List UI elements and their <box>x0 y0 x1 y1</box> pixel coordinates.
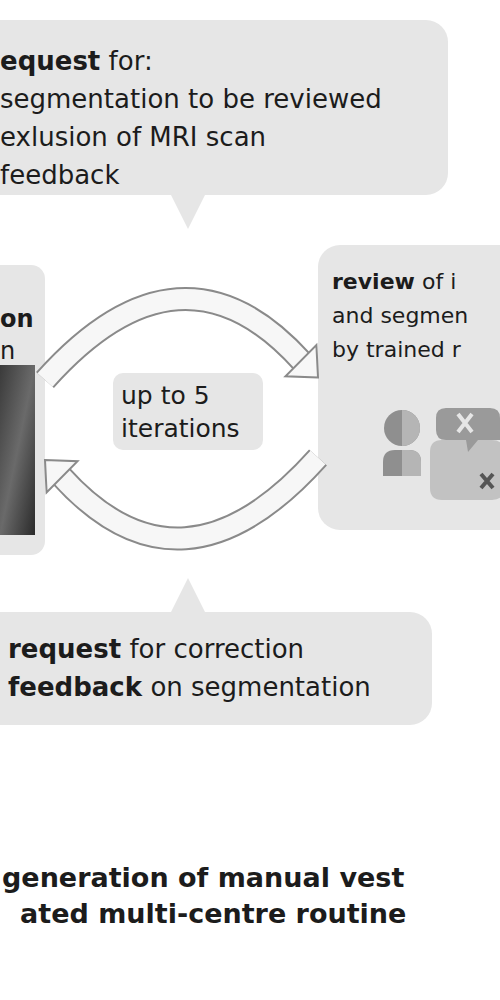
text-line: request for correction <box>8 630 426 668</box>
keyword-text: on <box>0 305 34 333</box>
text-line: review of i <box>332 265 500 299</box>
request-callout: equest for: segmentation to be reviewed exl… <box>0 20 448 195</box>
keyword-text: review <box>332 269 415 294</box>
node-text: feedback <box>0 160 119 190</box>
node-text: of i <box>422 269 456 294</box>
review-box: review of i and segmen by trained r <box>318 245 500 530</box>
cycle-arrow <box>45 299 318 380</box>
segmentation-box: on n <box>0 265 45 555</box>
node-text: for correction <box>129 634 304 664</box>
node-text: on segmentation <box>150 672 370 702</box>
text-line: and segmen <box>332 299 500 333</box>
cycle-arrow <box>45 458 318 539</box>
callout-tail <box>170 578 206 614</box>
keyword-text: request <box>8 634 121 664</box>
node-text: by trained r <box>332 337 461 362</box>
text-line: segmentation to be reviewed <box>0 80 442 118</box>
arrow-outline <box>61 458 318 539</box>
correction-callout: request for correction feedback on segmenta… <box>0 612 432 725</box>
text-line: feedback <box>0 156 442 194</box>
arrow-body <box>61 458 318 539</box>
iteration-box: up to 5 iterations <box>113 373 263 450</box>
arrow-head <box>285 345 318 378</box>
text-line: feedback on segmentation <box>8 668 426 706</box>
arrow-head <box>45 460 78 493</box>
arrow-body <box>45 299 302 380</box>
text-line: exlusion of MRI scan <box>0 118 442 156</box>
node-text: exlusion of MRI scan <box>0 122 266 152</box>
feedback-icon <box>430 408 500 500</box>
reviewer-icon <box>383 410 421 476</box>
title-fragment: ated multi-centre routine <box>20 898 406 929</box>
callout-tail <box>170 193 206 229</box>
text-line: by trained r <box>332 333 500 367</box>
node-text: up to 5 iterations <box>121 381 240 443</box>
text-line: n <box>0 335 39 367</box>
keyword-text: equest <box>0 46 100 76</box>
text-line: on <box>0 303 39 335</box>
text-line: up to 5 iterations <box>121 379 257 445</box>
node-text: n <box>0 337 15 365</box>
node-text: and segmen <box>332 303 468 328</box>
text-line: equest for: <box>0 42 442 80</box>
mri-image <box>0 365 35 535</box>
node-text: segmentation to be reviewed <box>0 84 382 114</box>
keyword-text: feedback <box>8 672 142 702</box>
title-fragment: generation of manual vest <box>2 862 404 893</box>
node-text: for: <box>109 46 153 76</box>
arrow-outline <box>45 299 302 380</box>
